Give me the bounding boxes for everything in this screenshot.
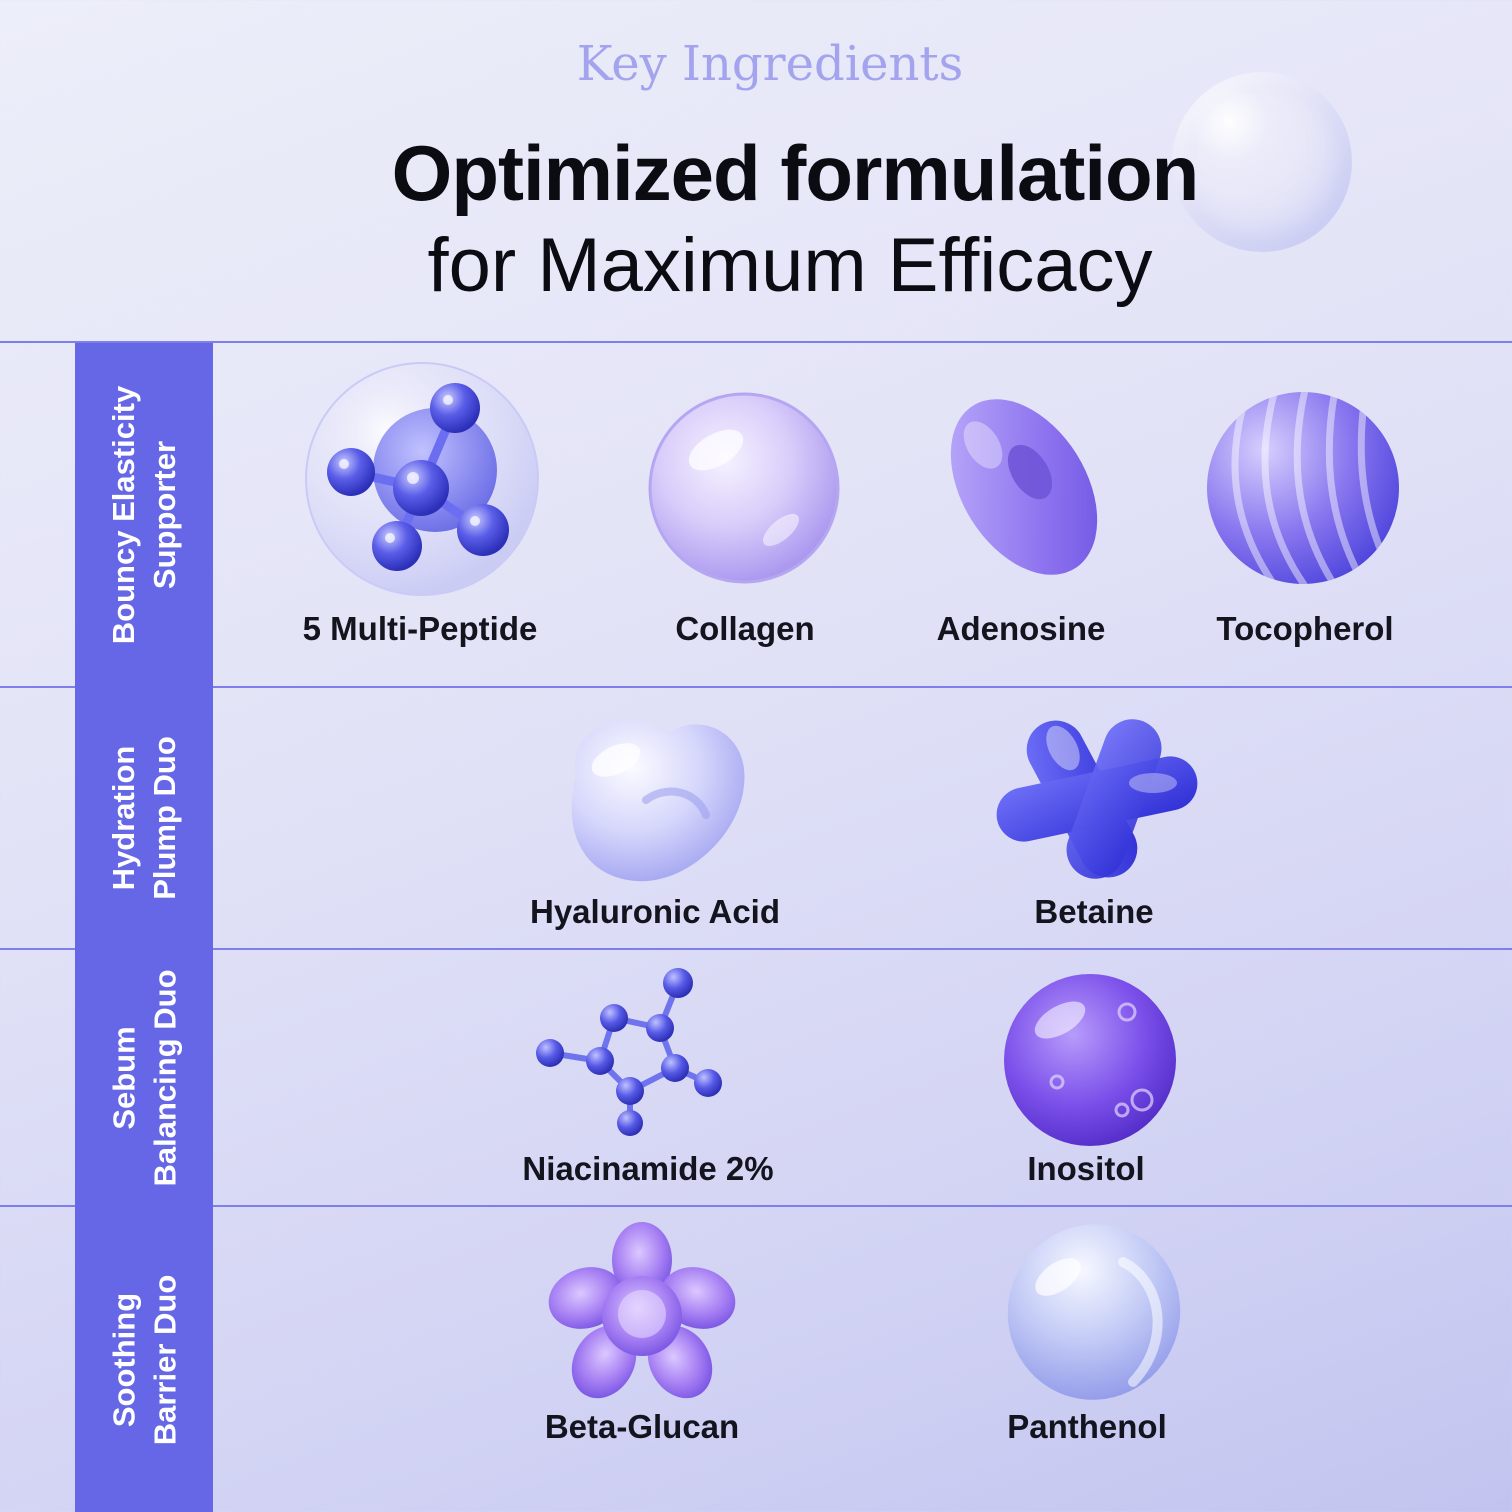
adenosine-donut-icon [938,390,1110,584]
category-label-soothing: Soothing Barrier Duo [106,1274,183,1445]
ingredient-label-beta-glucan: Beta-Glucan [544,1408,740,1445]
divider [0,341,1512,343]
divider [0,948,1512,950]
ingredient-label-multi-peptide: 5 Multi-Peptide [302,610,538,647]
ingredient-label-panthenol: Panthenol [1007,1408,1167,1445]
ingredient-label-inositol: Inositol [1027,1150,1145,1187]
divider [0,1205,1512,1207]
beta-glucan-flower-icon [546,1220,738,1402]
ingredient-label-adenosine: Adenosine [936,610,1106,647]
ingredient-label-hyaluronic-acid: Hyaluronic Acid [530,893,780,930]
category-sidebar [75,343,213,1512]
ingredient-label-niacinamide: Niacinamide 2% [522,1150,774,1187]
divider [0,686,1512,688]
page-title: Optimized formulation [391,129,1200,217]
category-label-sebum: Sebum Balancing Duo [106,968,183,1187]
tocopherol-striped-sphere-icon [1205,390,1401,586]
multi-peptide-molecule-icon [303,360,541,598]
ingredient-label-betaine: Betaine [1034,893,1154,930]
inositol-sphere-icon [1002,972,1178,1148]
category-label-bouncy-elasticity: Bouncy Elasticity Supporter [106,385,183,644]
panthenol-blob-icon [1003,1222,1185,1402]
page-subtitle: for Maximum Efficacy [427,223,1153,308]
category-label-hydration: Hydration Plump Duo [106,736,183,900]
collagen-bubble-icon [646,390,842,586]
hyaluronic-acid-blob-icon [556,705,750,887]
ingredient-label-collagen: Collagen [675,610,815,647]
ingredient-label-tocopherol: Tocopherol [1216,610,1394,647]
niacinamide-molecule-icon [530,963,726,1145]
section-eyebrow: Key Ingredients [576,36,964,92]
betaine-capsules-icon [993,708,1201,886]
decorative-bubble-icon [1172,72,1352,252]
